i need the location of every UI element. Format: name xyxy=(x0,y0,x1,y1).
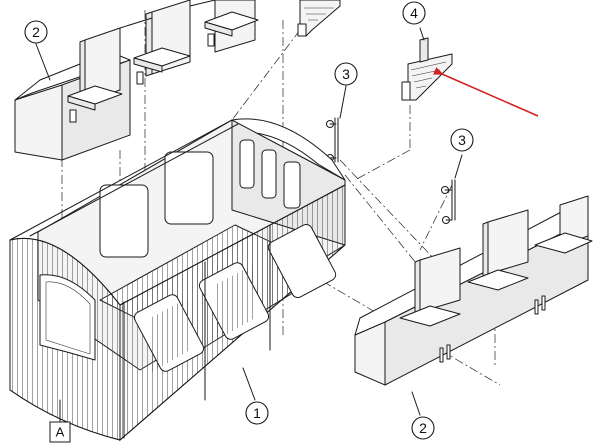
callout-3-top-label: 3 xyxy=(342,66,350,82)
leader-lines xyxy=(35,27,463,416)
callout-1-label: 1 xyxy=(253,405,261,421)
callout-3-mid: 3 xyxy=(450,128,474,152)
callout-4-label: 4 xyxy=(410,5,418,21)
hinge-pin-top xyxy=(326,117,339,163)
callout-3-mid-label: 3 xyxy=(458,132,466,148)
bracket-part-4 xyxy=(401,37,453,101)
callout-2-top-label: 2 xyxy=(32,24,40,40)
hinge-pin-mid xyxy=(441,179,456,224)
seat-unit-bottom xyxy=(354,195,593,386)
callout-2-bottom-label: 2 xyxy=(419,420,427,436)
bracket-top-left xyxy=(297,0,341,37)
coach-body-part-1 xyxy=(9,118,346,442)
callout-4: 4 xyxy=(402,1,426,25)
callout-1: 1 xyxy=(245,401,269,425)
red-indicator-arrow xyxy=(433,67,539,117)
callout-2-top: 2 xyxy=(24,20,48,44)
view-label-text: A xyxy=(56,425,65,440)
callout-2-bottom: 2 xyxy=(411,416,435,440)
view-label-box: A xyxy=(49,421,71,443)
callout-3-top: 3 xyxy=(334,62,358,86)
seat-unit-top xyxy=(14,0,259,161)
